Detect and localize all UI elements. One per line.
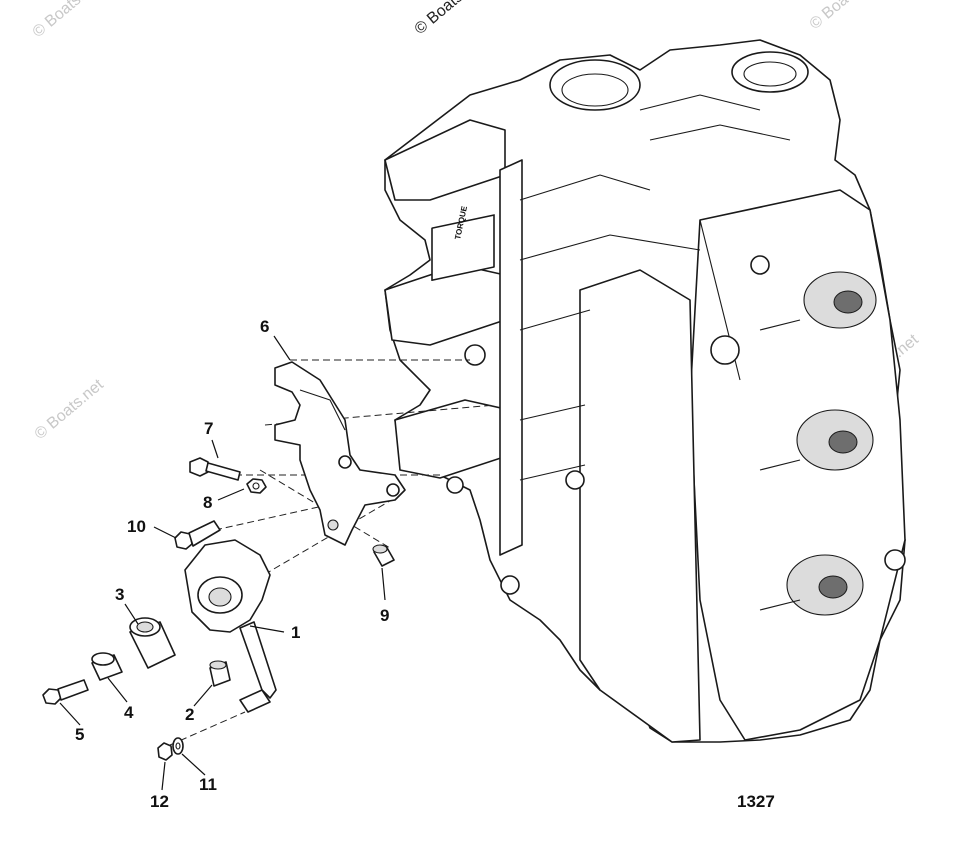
part-7-bolt — [189, 457, 241, 481]
callout-11: 11 — [199, 775, 217, 794]
callout-9: 9 — [380, 606, 389, 625]
callout-2: 2 — [185, 705, 194, 724]
part-6-bracket — [274, 361, 406, 546]
part-3-spacer — [129, 617, 176, 669]
callout-7: 7 — [204, 419, 213, 438]
part-12-nut — [157, 742, 173, 761]
decal-panel — [431, 214, 495, 281]
engine-block: TORQUE — [384, 39, 906, 743]
part-1-lever — [184, 539, 277, 713]
part-5-bolt — [42, 679, 89, 705]
top-port — [549, 59, 641, 111]
watermark-top-left: © Boats.net — [30, 0, 106, 41]
plug-hole-2 — [828, 430, 858, 454]
callout-12: 12 — [150, 792, 169, 811]
engine-detail-lines — [446, 94, 906, 611]
callout-6: 6 — [260, 317, 269, 336]
part-4-sleeve — [91, 652, 123, 681]
callout-4: 4 — [124, 703, 134, 722]
top-port-right-inner — [743, 61, 797, 87]
watermark-top-right: © Boats.net — [807, 0, 883, 33]
plug-hole-1 — [833, 290, 863, 314]
plug-hole-3 — [818, 575, 848, 599]
part-8-nut — [246, 478, 267, 494]
watermark-top: © Boats.net — [412, 0, 488, 38]
part-2-bushing — [209, 660, 231, 687]
watermark-left: © Boats.net — [32, 376, 108, 443]
callouts: 1 2 3 4 5 6 7 8 9 10 11 12 — [75, 317, 389, 811]
top-port-inner — [561, 73, 629, 107]
callout-5: 5 — [75, 725, 84, 744]
part-9-sleeve — [372, 544, 395, 567]
cylinder-head — [689, 189, 906, 741]
front-cover — [579, 269, 701, 743]
callout-3: 3 — [115, 585, 124, 604]
spark-plug-bosses — [786, 271, 877, 616]
diagram-number: 1327 — [737, 792, 775, 811]
part-11-washer — [172, 737, 184, 755]
bracket-body — [274, 361, 406, 546]
vertical-rail — [499, 159, 523, 556]
lever-arm — [239, 621, 277, 699]
callout-8: 8 — [203, 493, 212, 512]
leader-lines — [59, 335, 386, 791]
callout-1: 1 — [291, 623, 300, 642]
part-10-bolt — [174, 520, 221, 550]
callout-10: 10 — [127, 517, 146, 536]
